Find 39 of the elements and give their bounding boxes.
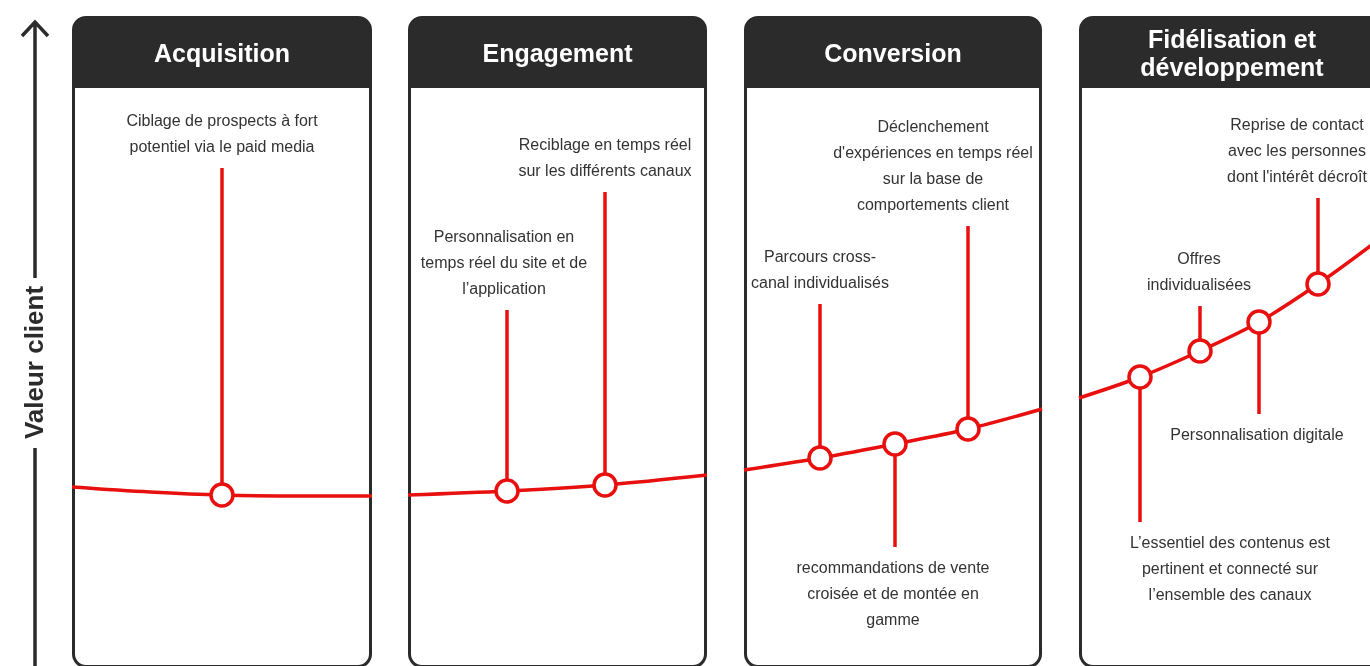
callout-text: Déclenchement d'expériences en temps réel sur la base de comportements client xyxy=(828,114,1038,218)
callout-text: Reciblage en temps réel sur les différents canaux xyxy=(515,132,695,184)
leader-line xyxy=(1316,198,1320,273)
callout-text: Parcours cross-canal individualisés xyxy=(745,244,895,296)
stage-header: Conversion xyxy=(746,18,1040,88)
leader-line xyxy=(1138,388,1142,522)
timeline-marker xyxy=(1126,363,1154,391)
timeline-marker xyxy=(1304,270,1332,298)
timeline-marker xyxy=(591,471,619,499)
callout-text: recommandations de vente croisée et de montée en gamme xyxy=(788,555,998,633)
leader-line xyxy=(1257,333,1261,414)
timeline-marker xyxy=(1186,337,1214,365)
callout-text: Reprise de contact avec les personnes dont l'intérêt décroît xyxy=(1212,112,1370,190)
leader-line xyxy=(220,168,224,484)
callout-text: Ciblage de prospects à fort potentiel via le paid media xyxy=(122,108,322,160)
axis-label: Valeur client xyxy=(19,285,51,440)
stage-header: Engagement xyxy=(410,18,705,88)
stage-panel xyxy=(72,16,372,666)
callout-text: Personnalisation digitale xyxy=(1167,422,1347,448)
timeline-marker xyxy=(1245,308,1273,336)
leader-line xyxy=(505,310,509,480)
stage-header: Fidélisation et développement xyxy=(1081,18,1370,88)
callout-text: Personnalisation en temps réel du site et de l’application xyxy=(419,224,589,302)
stage-header: Acquisition xyxy=(74,18,370,88)
stage-panel xyxy=(744,16,1042,666)
leader-line xyxy=(603,192,607,474)
callout-text: L’essentiel des contenus est pertinent et connecté sur l’ensemble des canaux xyxy=(1105,530,1355,608)
leader-line xyxy=(966,226,970,418)
leader-line xyxy=(893,455,897,547)
stage-panel xyxy=(408,16,707,666)
stage-panel xyxy=(1079,16,1370,666)
timeline-marker xyxy=(208,481,236,509)
leader-line xyxy=(1198,306,1202,340)
timeline-marker xyxy=(954,415,982,443)
leader-line xyxy=(818,304,822,447)
callout-text: Offres individualisées xyxy=(1124,246,1274,298)
timeline-marker xyxy=(881,430,909,458)
timeline-marker xyxy=(806,444,834,472)
timeline-marker xyxy=(493,477,521,505)
